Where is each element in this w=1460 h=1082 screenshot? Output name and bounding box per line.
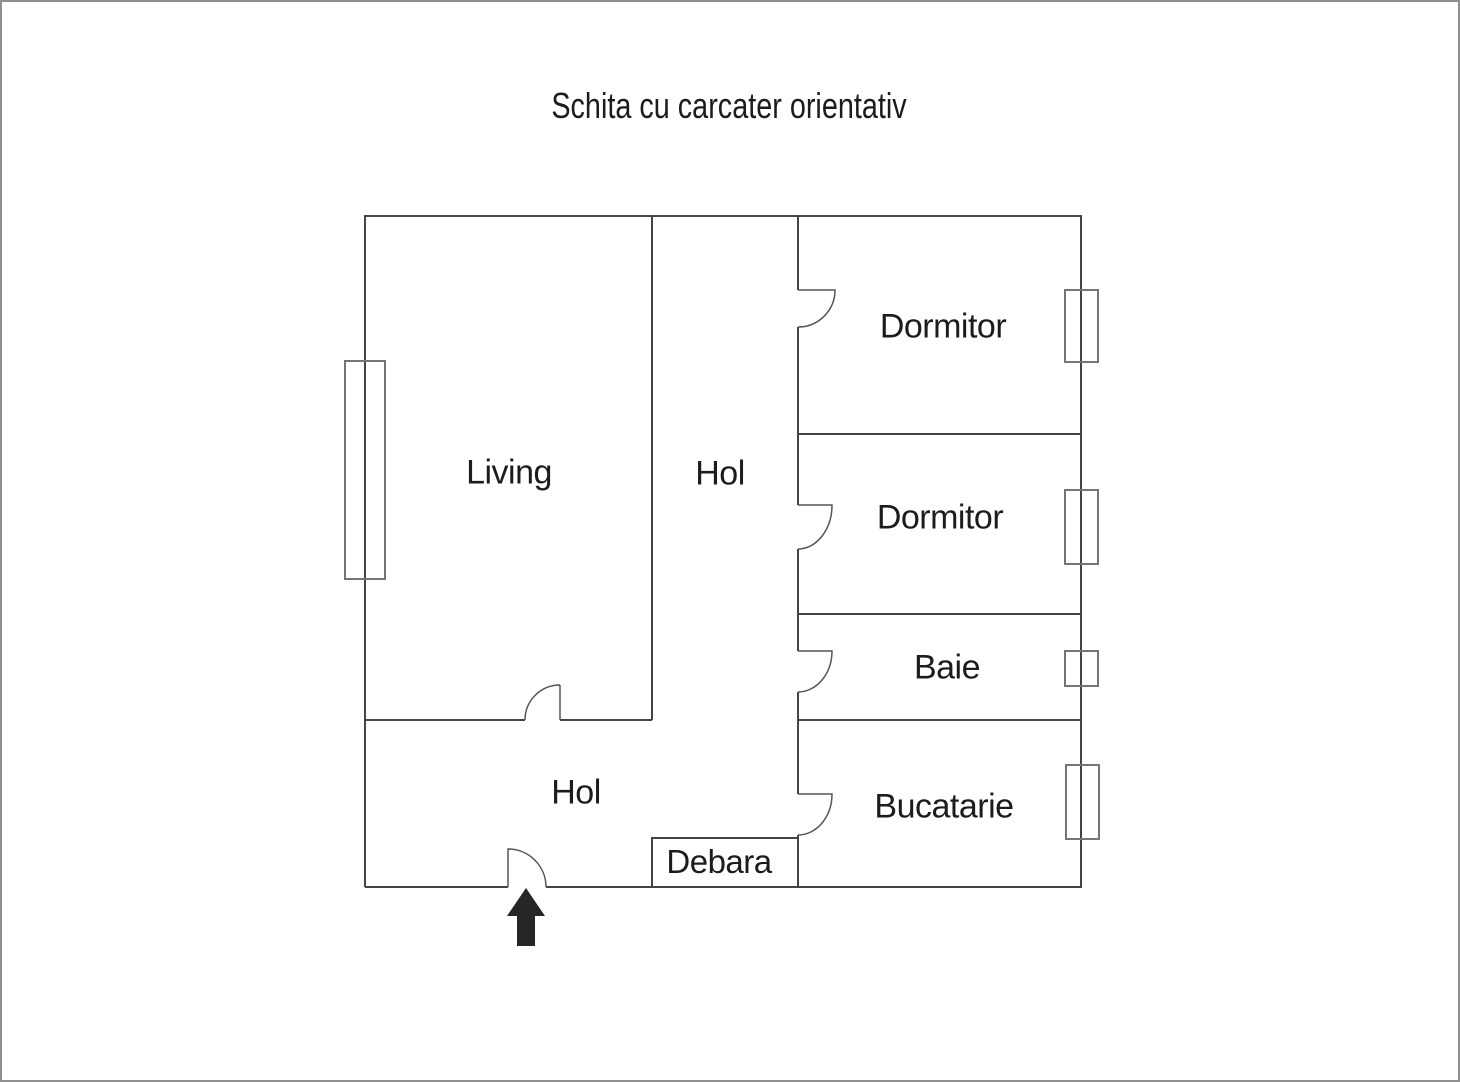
room-label-living: Living (466, 453, 552, 492)
room-label-debara: Debara (666, 843, 772, 880)
room-label-bucatarie: Bucatarie (874, 787, 1014, 826)
door-dormitor-top (797, 289, 836, 328)
door-living (524, 684, 561, 721)
door-entrance (507, 848, 547, 888)
window-living (344, 360, 386, 580)
room-label-hol-lower: Hol (551, 773, 601, 812)
window-dormitor-middle (1064, 489, 1099, 565)
room-label-dormitor-middle: Dormitor (876, 498, 1004, 537)
window-bucatarie (1065, 764, 1100, 840)
wall-debara (651, 837, 798, 887)
door-bucatarie (797, 793, 833, 836)
window-dormitor-top (1064, 289, 1099, 363)
outer-wall (364, 215, 1082, 888)
door-baie (797, 650, 833, 693)
door-dormitor-middle (797, 504, 833, 550)
room-label-baie: Baie (913, 648, 981, 687)
entrance-arrow-icon (507, 888, 545, 946)
room-label-hol-upper: Hol (695, 454, 745, 493)
window-baie (1064, 650, 1099, 687)
plan-title: Schita cu carcater orientativ (551, 85, 907, 126)
room-label-dormitor-top: Dormitor (879, 307, 1007, 346)
